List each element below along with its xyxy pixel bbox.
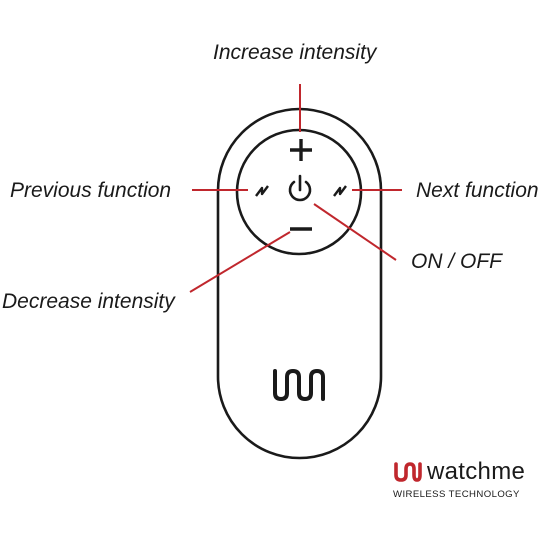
label-on-off: ON / OFF (411, 250, 502, 273)
callout-decrease (189, 231, 291, 293)
callout-onoff (313, 203, 397, 261)
brand-name: watchme (427, 458, 526, 485)
plus-icon (290, 139, 312, 161)
watchme-logo-icon (273, 369, 325, 401)
label-next-function: Next function (416, 179, 539, 202)
label-increase-intensity: Increase intensity (213, 41, 377, 64)
label-decrease-intensity: Decrease intensity (2, 290, 175, 313)
brand-logo-icon (394, 462, 422, 482)
brand-tagline: WIRELESS TECHNOLOGY (393, 489, 520, 500)
power-icon (288, 174, 312, 202)
bolt-icon-right (333, 185, 347, 197)
bolt-icon-left (255, 185, 269, 197)
remote-body (216, 107, 383, 460)
callout-lines (189, 84, 402, 293)
label-previous-function: Previous function (10, 179, 172, 202)
brand-row: watchme (393, 460, 543, 484)
brand-block: watchme WIRELESS TECHNOLOGY (393, 460, 543, 501)
